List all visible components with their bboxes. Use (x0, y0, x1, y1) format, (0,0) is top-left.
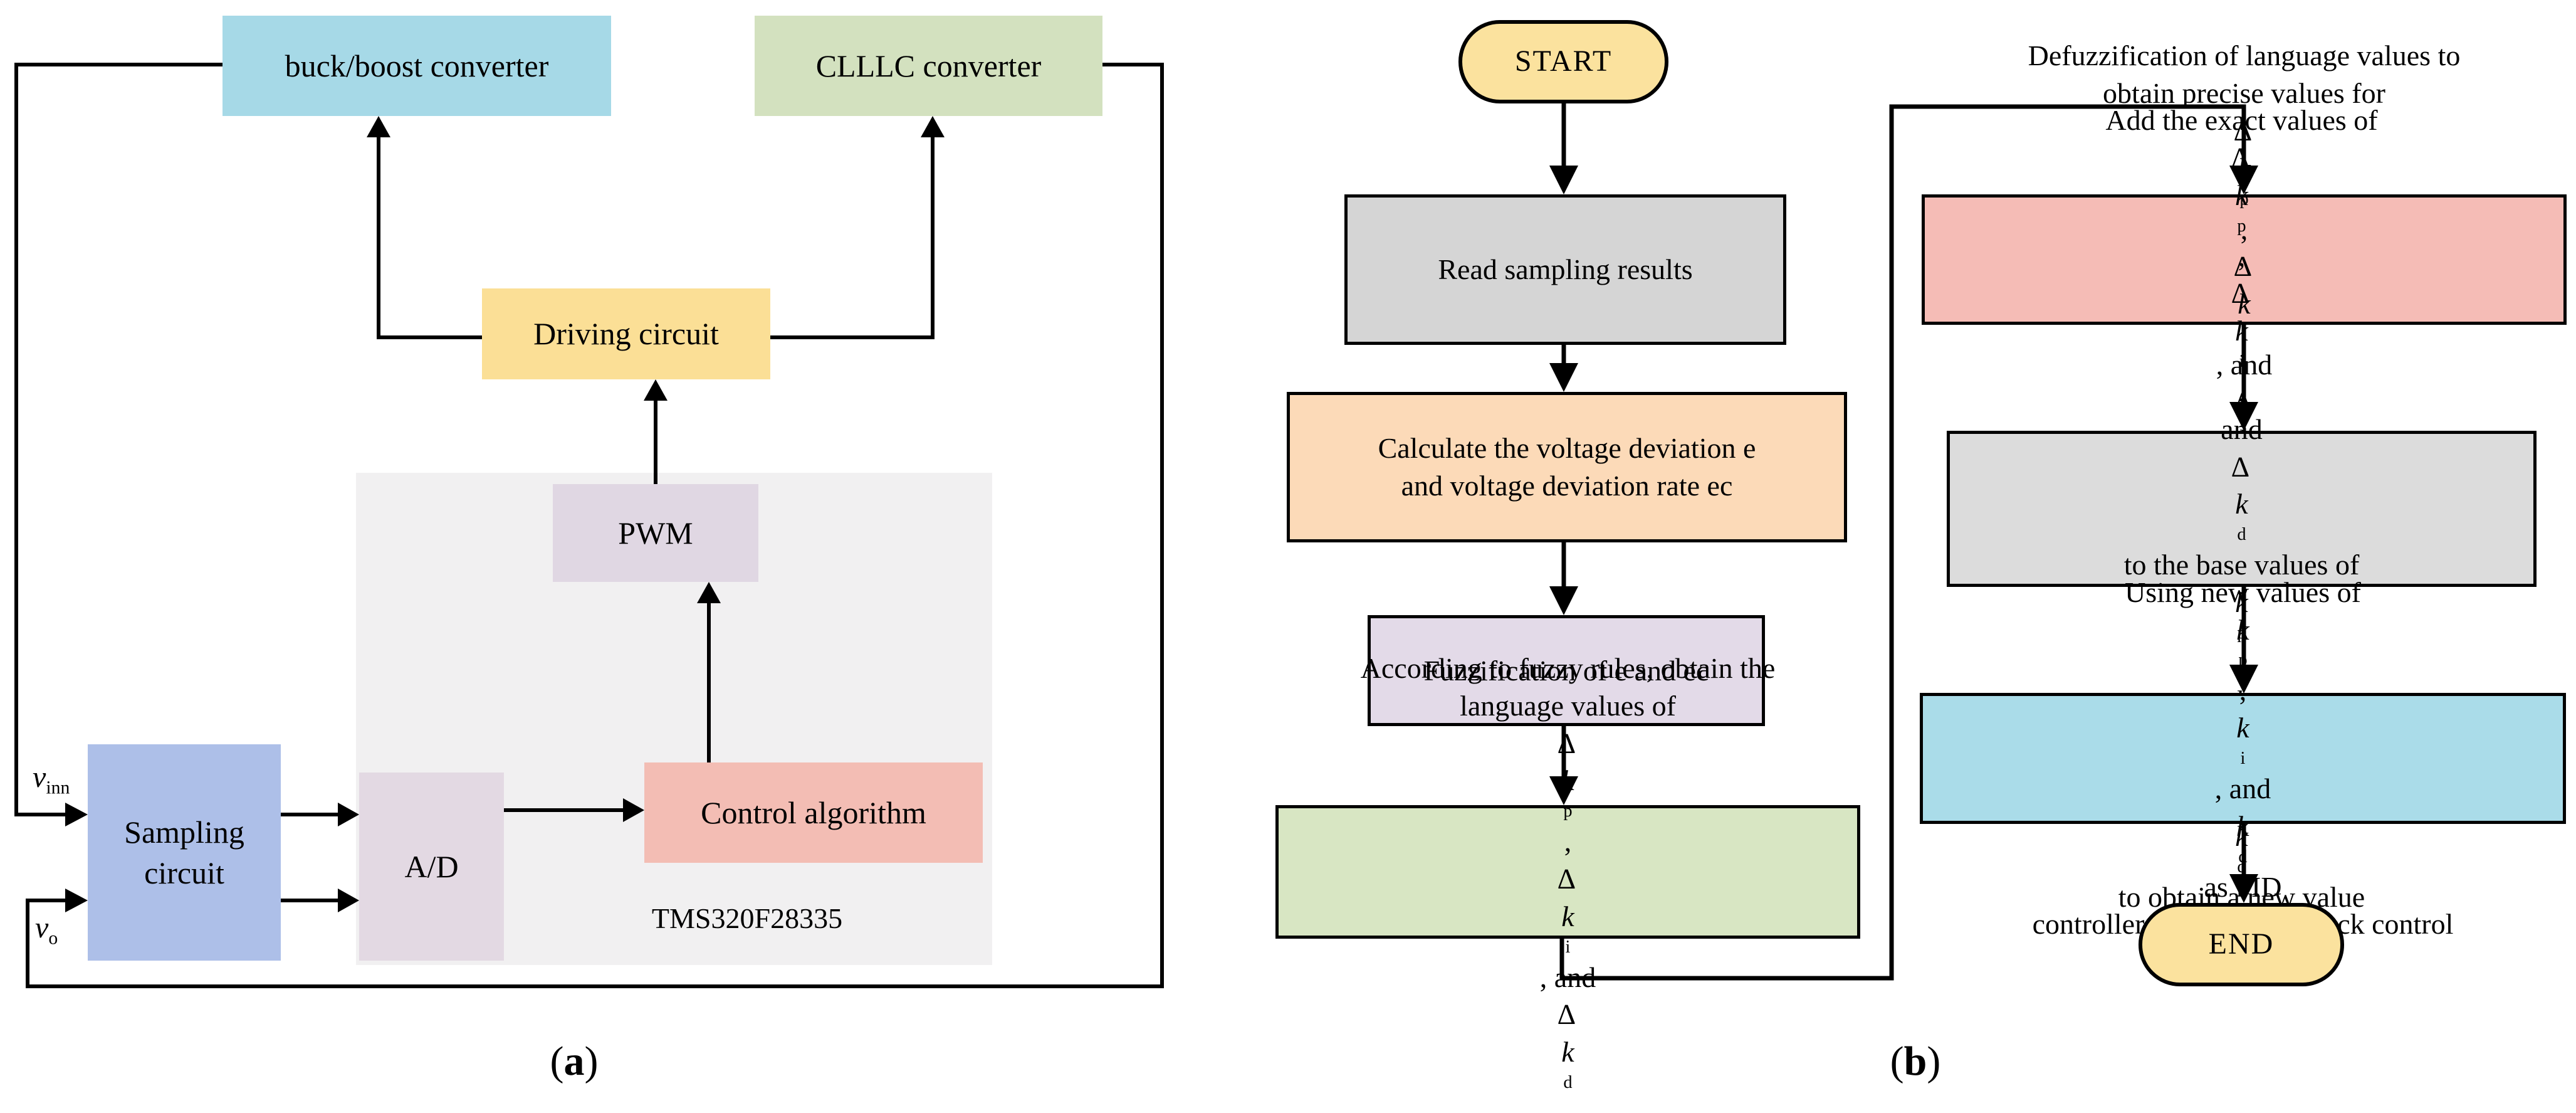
end-terminal: END (2139, 903, 2344, 986)
wire-driving-to-clllc (770, 137, 935, 339)
wire-vo-feedback (26, 63, 1164, 988)
pwm-label: PWM (618, 515, 693, 551)
buck-boost-converter-label: buck/boost converter (285, 48, 549, 83)
arrowhead-into-defuzz (2229, 166, 2258, 194)
driving-circuit-label: Driving circuit (533, 316, 719, 351)
panel-b-caption: (b) (1890, 1038, 1941, 1084)
end-label: END (2208, 927, 2275, 961)
start-terminal: START (1458, 20, 1668, 103)
fuzzy-rules-box: According to fuzzy rules, obtain the lan… (1275, 652, 1860, 1092)
clllc-converter-box: CLLLC converter (755, 16, 1102, 116)
panel-a-caption: (a) (550, 1038, 599, 1084)
wire-driving-to-buckboost (377, 137, 482, 339)
arrowhead-into-buckboost (367, 116, 390, 137)
start-label: START (1514, 45, 1613, 78)
fuzzy-rules-label: According to fuzzy rules, obtain the lan… (1360, 651, 1776, 1093)
arrowhead-into-ad-upper (338, 803, 359, 826)
clllc-converter-label: CLLLC converter (815, 48, 1042, 83)
arrowhead-into-pwm (697, 582, 721, 603)
arrowhead-into-end (2229, 874, 2258, 903)
control-algorithm-label: Control algorithm (701, 794, 926, 830)
ad-converter-label: A/D (404, 848, 459, 884)
arrowhead-into-fuzz (1549, 586, 1578, 615)
arrowhead-into-control (623, 798, 644, 822)
sampling-circuit-box: Sampling circuit (88, 744, 281, 961)
arrowhead-into-read (1549, 166, 1578, 194)
arrowhead-vin-into-sampling (65, 803, 88, 826)
arrowhead-into-driving (644, 379, 668, 401)
arrowhead-into-ad-lower (338, 889, 359, 912)
arrowhead-into-clllc (921, 116, 945, 137)
arrowhead-into-calc (1549, 363, 1578, 392)
arrowhead-into-using (2229, 665, 2258, 694)
arrowhead-vo-into-sampling (65, 889, 88, 912)
calc-deviation-label: Calculate the voltage deviation e and vo… (1378, 432, 1756, 502)
fuzzification-box: Fuzzification of e and ec (1368, 615, 1765, 726)
control-algorithm-box: Control algorithm (644, 762, 983, 863)
ad-converter-box: A/D (359, 773, 504, 961)
arrowhead-into-rules (1549, 776, 1578, 805)
wire-vin-feedback (14, 63, 223, 816)
dsp-chip-label: TMS320F28335 (651, 902, 843, 934)
driving-circuit-box: Driving circuit (482, 288, 770, 379)
calc-deviation-box: Calculate the voltage deviation e and vo… (1287, 392, 1847, 542)
wire-rules-to-defuzz (1559, 104, 2246, 981)
pwm-box: PWM (553, 484, 758, 582)
vin-signal-label: vinn (33, 761, 70, 798)
fuzzification-label: Fuzzification of e and ec (1423, 654, 1709, 687)
read-sampling-box: Read sampling results (1344, 194, 1786, 345)
vo-signal-label: vo (35, 911, 58, 949)
sampling-circuit-label: Sampling circuit (124, 814, 244, 890)
arrowhead-into-add (2229, 402, 2258, 431)
buck-boost-converter-box: buck/boost converter (223, 16, 611, 116)
read-sampling-label: Read sampling results (1438, 253, 1693, 286)
